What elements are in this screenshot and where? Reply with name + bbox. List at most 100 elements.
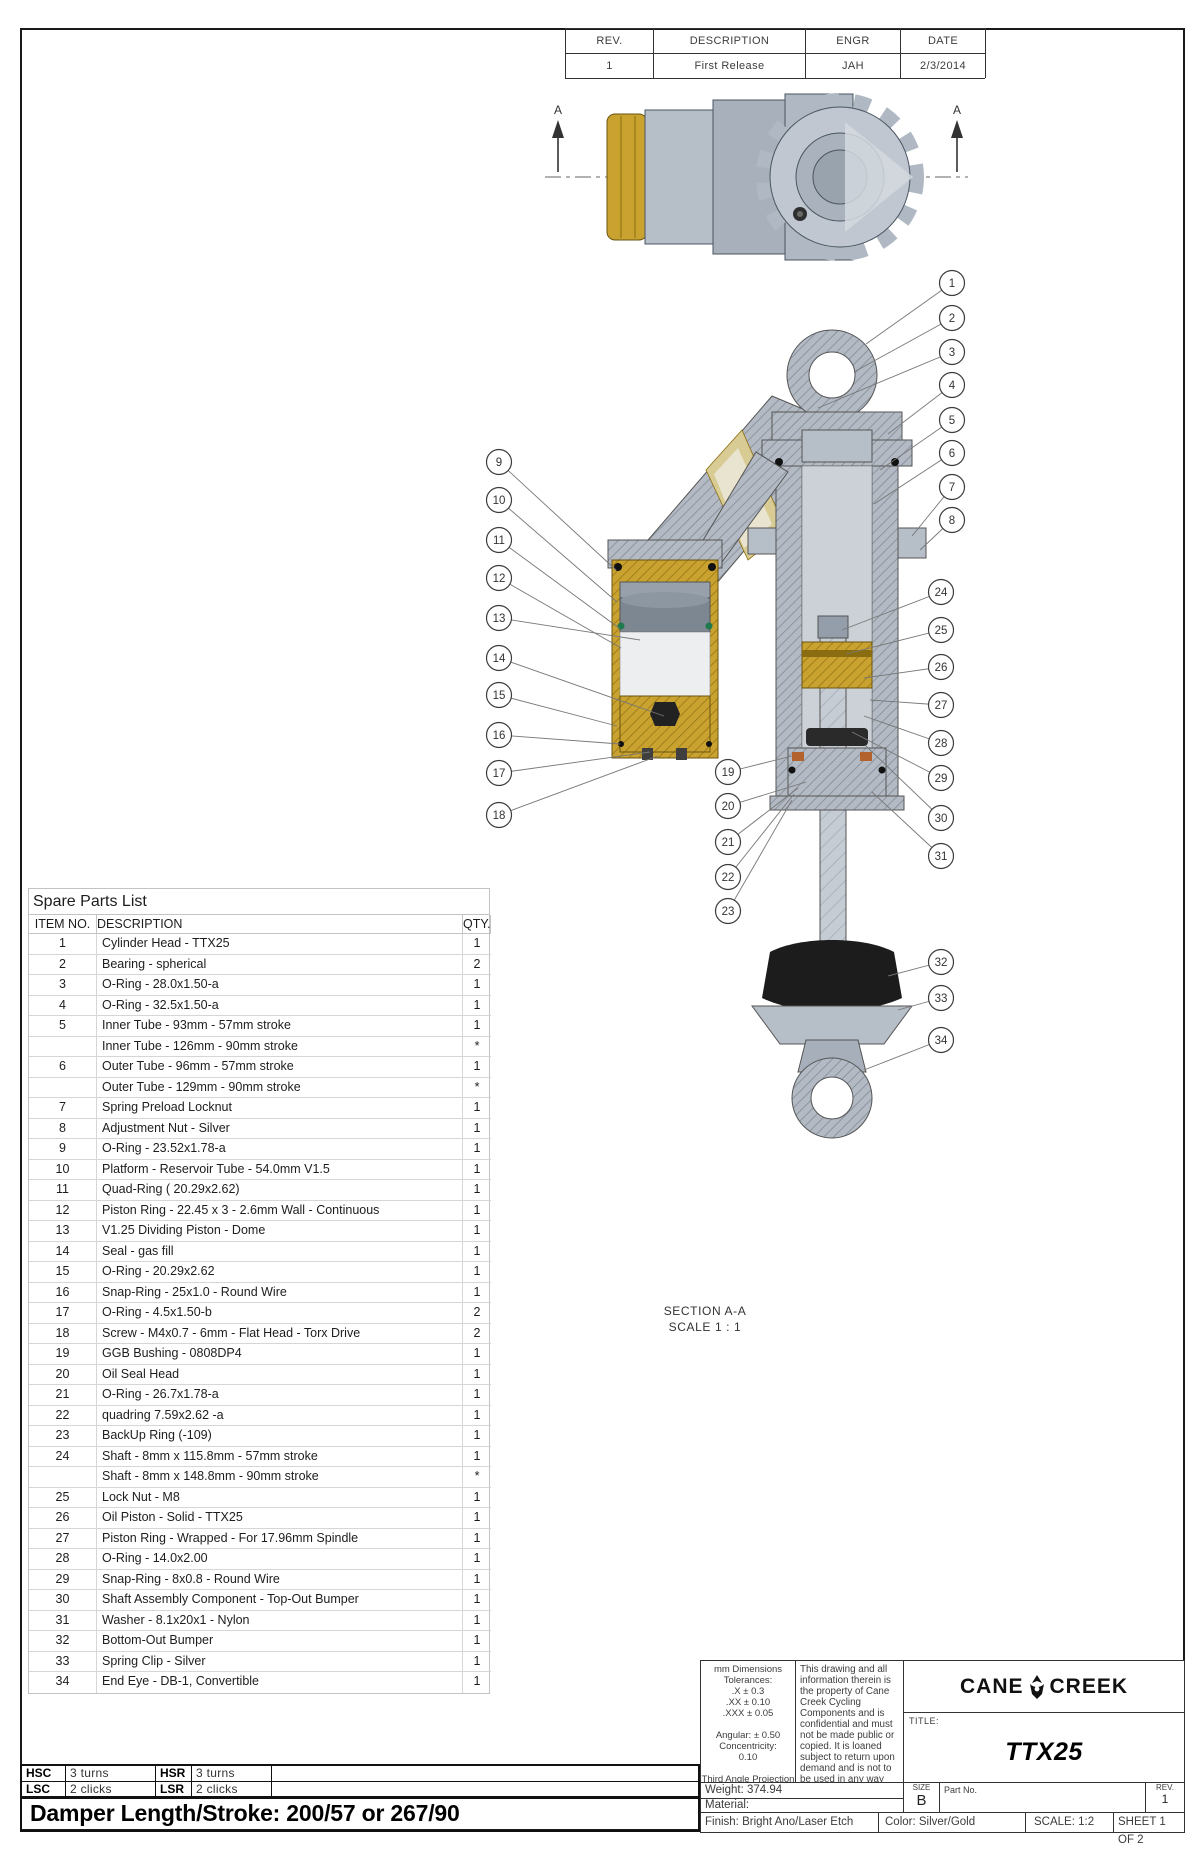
qty-cell: 1	[463, 1631, 491, 1652]
tolerance-line	[701, 1763, 795, 1774]
tolerance-line	[701, 1719, 795, 1730]
callout-number: 1	[949, 278, 955, 290]
callout-balloon	[485, 486, 513, 514]
item-no-cell: 24	[29, 1446, 97, 1467]
part-no-block: Part No.	[939, 1782, 1146, 1813]
table-row: 9 O-Ring - 23.52x1.78-a 1	[29, 1139, 491, 1160]
settings-empty-cell	[272, 1782, 698, 1798]
description-cell: Oil Seal Head	[97, 1364, 463, 1385]
tolerance-line: Third Angle Projection	[701, 1774, 795, 1785]
callout-number: 6	[949, 448, 955, 460]
description-cell: Snap-Ring - 8x0.8 - Round Wire	[97, 1569, 463, 1590]
tolerance-line: Concentricity:	[719, 1741, 777, 1752]
qty-cell: 1	[463, 1590, 491, 1611]
callout-number: 8	[949, 515, 955, 527]
table-row: 6 Outer Tube - 96mm - 57mm stroke 1	[29, 1057, 491, 1078]
callout-balloon	[927, 616, 955, 644]
description-cell: Piston Ring - 22.45 x 3 - 2.6mm Wall - C…	[97, 1200, 463, 1221]
description-cell: Outer Tube - 96mm - 57mm stroke	[97, 1057, 463, 1078]
callout-number: 3	[949, 347, 955, 359]
callout-balloon	[927, 842, 955, 870]
callout-number: 19	[722, 767, 735, 779]
lsc-label: LSC	[22, 1781, 66, 1797]
item-no-cell: 2	[29, 954, 97, 975]
callout-leader	[865, 282, 953, 345]
item-no-cell: 10	[29, 1159, 97, 1180]
sheet-block: SHEET 1 OF 2	[1113, 1812, 1185, 1846]
table-row: 12 Piston Ring - 22.45 x 3 - 2.6mm Wall …	[29, 1200, 491, 1221]
item-no-cell: 8	[29, 1118, 97, 1139]
finish-block: Finish: Bright Ano/Laser Etch	[700, 1812, 879, 1833]
callout-balloon	[485, 644, 513, 672]
spring-clip	[751, 1005, 913, 1045]
item-no-cell	[29, 1077, 97, 1098]
callout-balloon	[714, 863, 742, 891]
item-no-cell: 25	[29, 1487, 97, 1508]
callout-leader	[498, 499, 618, 603]
item-no-cell: 23	[29, 1426, 97, 1447]
gold-cap	[606, 113, 648, 241]
size-value: B	[916, 1792, 927, 1809]
table-row: 32 Bottom-Out Bumper 1	[29, 1631, 491, 1652]
parts-list-header: ITEM NO. DESCRIPTION QTY.	[29, 915, 491, 934]
adjustment-nut	[897, 527, 927, 559]
callout-balloon	[927, 729, 955, 757]
tolerance-line: Angular: ± 0.50	[715, 1730, 781, 1741]
callout-leader	[498, 577, 622, 649]
description-cell: Lock Nut - M8	[97, 1487, 463, 1508]
qty-cell: 1	[463, 1180, 491, 1201]
section-marker-a-right: A	[953, 103, 961, 117]
top-out-bumper	[806, 728, 868, 746]
qty-cell: 1	[463, 1221, 491, 1242]
top-view	[545, 93, 968, 261]
qty-cell: 1	[463, 1406, 491, 1426]
table-row: 15 O-Ring - 20.29x2.62 1	[29, 1262, 491, 1283]
item-no-cell	[29, 1036, 97, 1057]
description-cell: O-Ring - 14.0x2.00	[97, 1549, 463, 1570]
qty-cell: 1	[463, 1570, 491, 1590]
description-cell: End Eye - DB-1, Convertible	[97, 1672, 463, 1693]
brand-creek: CREEK	[1049, 1674, 1129, 1698]
callout-number: 11	[493, 535, 505, 547]
table-row: 10 Platform - Reservoir Tube - 54.0mm V1…	[29, 1159, 491, 1180]
item-no-cell: 14	[29, 1241, 97, 1262]
callout-balloon	[938, 439, 966, 467]
callout-leader	[727, 793, 795, 878]
table-row: 2 Bearing - spherical 2	[29, 954, 491, 975]
qty-cell: 1	[463, 975, 491, 996]
description-cell: O-Ring - 23.52x1.78-a	[97, 1139, 463, 1160]
revision-table: REV. DESCRIPTION ENGR DATE 1 First Relea…	[565, 28, 986, 79]
table-row: 18 Screw - M4x0.7 - 6mm - Flat Head - To…	[29, 1323, 491, 1344]
callout-balloon	[938, 304, 966, 332]
drawing-title: TTX25	[1005, 1738, 1083, 1766]
hsc-label: HSC	[22, 1766, 66, 1782]
callout-number: 14	[493, 653, 506, 665]
table-row: 3 O-Ring - 28.0x1.50-a 1	[29, 975, 491, 996]
callout-leader	[879, 419, 953, 471]
table-row: 20 Oil Seal Head 1	[29, 1364, 491, 1385]
callout-balloon	[927, 948, 955, 976]
callout-leader	[498, 617, 641, 641]
description-cell: Seal - gas fill	[97, 1241, 463, 1262]
description-cell: quadring 7.59x2.62 -a	[97, 1405, 463, 1426]
item-no-cell: 9	[29, 1139, 97, 1160]
callout-leader	[871, 791, 942, 857]
torx-screw	[642, 748, 653, 760]
torx-screw	[676, 748, 687, 760]
callout-balloon	[485, 681, 513, 709]
item-no-cell: 26	[29, 1508, 97, 1529]
item-no-cell: 20	[29, 1364, 97, 1385]
table-row: Outer Tube - 129mm - 90mm stroke *	[29, 1077, 491, 1098]
callout-balloon	[938, 506, 966, 534]
table-row: 34 End Eye - DB-1, Convertible 1	[29, 1672, 489, 1693]
description-cell: Snap-Ring - 25x1.0 - Round Wire	[97, 1282, 463, 1303]
qty-cell: 1	[463, 1057, 491, 1078]
callout-balloon	[938, 269, 966, 297]
callout-number: 21	[722, 837, 735, 849]
outer-tube-wall-left	[775, 465, 803, 799]
callout-number: 24	[935, 587, 948, 599]
description-cell: Bearing - spherical	[97, 954, 463, 975]
callout-balloon	[927, 691, 955, 719]
